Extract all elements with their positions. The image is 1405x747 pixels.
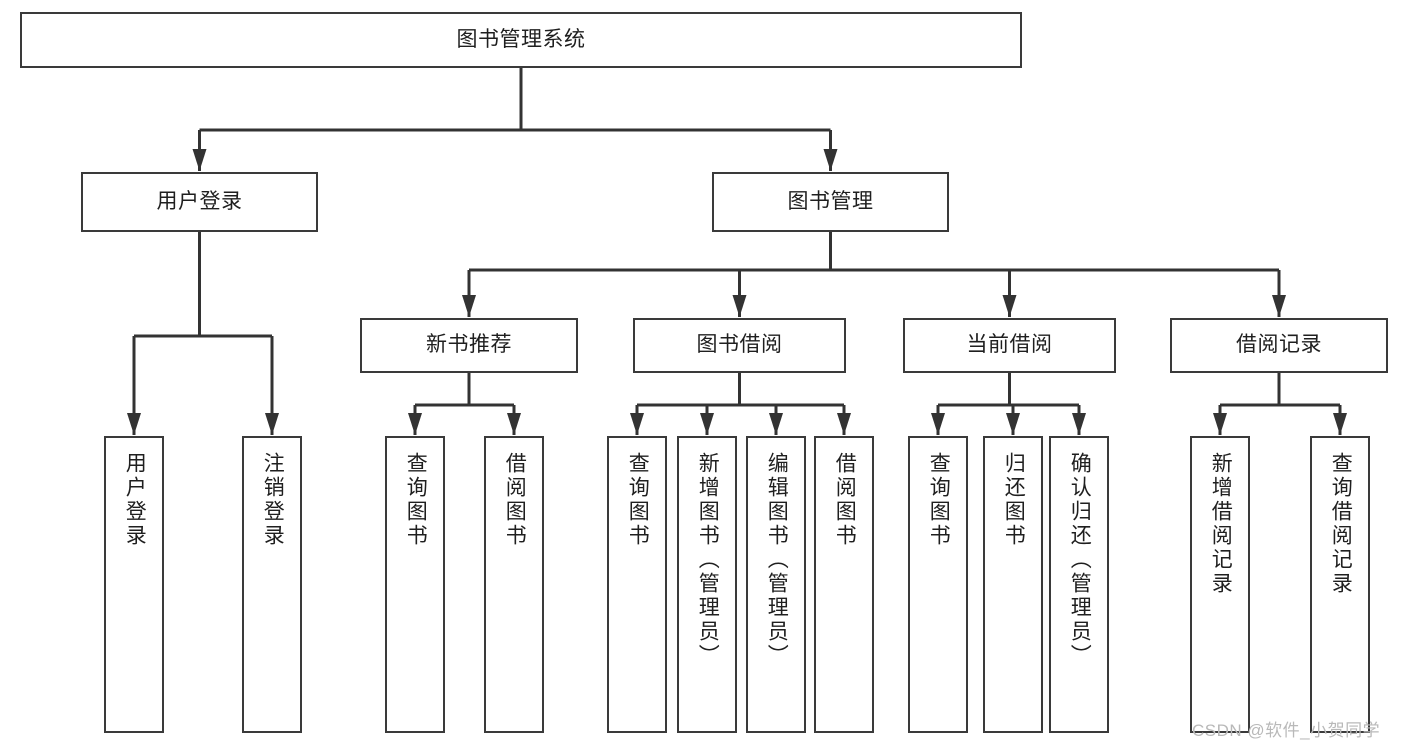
- node-c1[interactable]: 查询图书: [908, 436, 968, 733]
- node-n2[interactable]: 借阅图书: [484, 436, 544, 733]
- node-label: 查询图书: [927, 452, 951, 548]
- node-r2[interactable]: 查询借阅记录: [1310, 436, 1370, 733]
- node-label: 图书管理系统: [456, 27, 586, 51]
- node-label: 查询借阅记录: [1329, 452, 1353, 596]
- node-label: 归还图书: [1002, 452, 1026, 548]
- node-label: 当前借阅: [966, 333, 1053, 357]
- node-label: 编辑图书（管理员）: [765, 452, 789, 668]
- node-label: 图书管理: [787, 189, 874, 213]
- node-current[interactable]: 当前借阅: [903, 318, 1116, 373]
- node-records[interactable]: 借阅记录: [1170, 318, 1388, 373]
- node-n1[interactable]: 查询图书: [385, 436, 445, 733]
- node-label: 确认归还（管理员）: [1068, 452, 1092, 668]
- node-label: 借阅图书: [503, 452, 527, 548]
- node-label: 查询图书: [404, 452, 428, 548]
- node-label: 用户登录: [123, 452, 147, 548]
- node-label: 注销登录: [261, 452, 285, 548]
- node-label: 借阅记录: [1236, 333, 1322, 357]
- node-label: 新书推荐: [426, 333, 512, 357]
- node-l2[interactable]: 注销登录: [242, 436, 302, 733]
- node-b2[interactable]: 新增图书（管理员）: [677, 436, 737, 733]
- node-label: 查询图书: [626, 452, 650, 548]
- node-label: 新增图书（管理员）: [696, 452, 720, 668]
- node-c3[interactable]: 确认归还（管理员）: [1049, 436, 1109, 733]
- node-label: 用户登录: [156, 189, 243, 213]
- node-b1[interactable]: 查询图书: [607, 436, 667, 733]
- watermark-label: CSDN @软件_小贺同学: [1192, 721, 1381, 740]
- node-label: 新增借阅记录: [1209, 452, 1233, 596]
- node-borrow[interactable]: 图书借阅: [633, 318, 846, 373]
- node-label: 图书借阅: [696, 333, 783, 357]
- node-newbook[interactable]: 新书推荐: [360, 318, 578, 373]
- node-r1[interactable]: 新增借阅记录: [1190, 436, 1250, 733]
- node-c2[interactable]: 归还图书: [983, 436, 1043, 733]
- node-l1[interactable]: 用户登录: [104, 436, 164, 733]
- node-bookmgmt[interactable]: 图书管理: [712, 172, 949, 232]
- node-root[interactable]: 图书管理系统: [20, 12, 1022, 68]
- node-label: 借阅图书: [833, 452, 857, 548]
- node-login[interactable]: 用户登录: [81, 172, 318, 232]
- node-b4[interactable]: 借阅图书: [814, 436, 874, 733]
- node-b3[interactable]: 编辑图书（管理员）: [746, 436, 806, 733]
